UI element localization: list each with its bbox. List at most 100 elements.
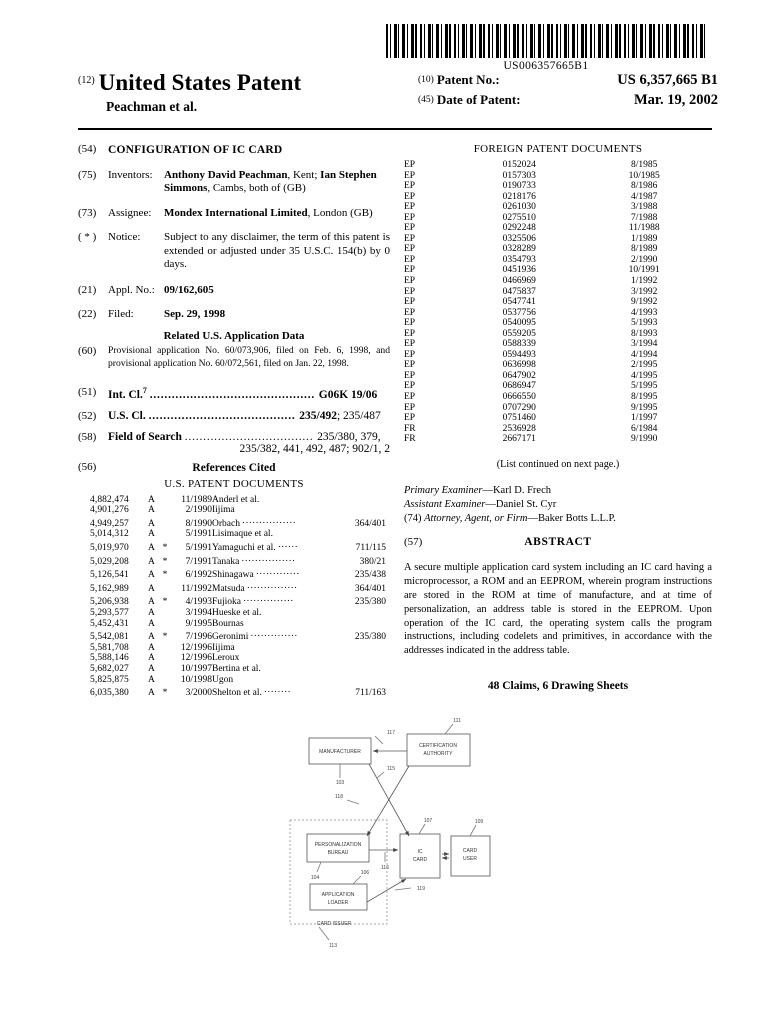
foreign-ref-date: 3/1994 (631, 339, 658, 350)
system-block-diagram: MANUFACTURER CERTIFICATION AUTHORITY PER… (289, 718, 491, 949)
us-ref-kind: A (148, 494, 155, 505)
foreign-ref-number: 0292248 (502, 223, 536, 234)
field-21-number: (21) (78, 284, 97, 297)
foreign-ref-country: EP (404, 328, 416, 339)
us-ref-star (160, 529, 170, 540)
left-column: (54) CONFIGURATION OF IC CARD (75) Inven… (78, 143, 390, 699)
us-ref-kind: A (148, 688, 155, 699)
foreign-ref-number: 0354793 (502, 254, 536, 265)
us-ref-class: 235/380 (354, 597, 386, 608)
us-ref-name: Leroux (212, 653, 240, 664)
foreign-ref-number: 0275510 (502, 212, 536, 223)
primary-examiner-row: Primary Examiner—Karl D. Frech (404, 484, 712, 498)
primary-examiner-value: —Karl D. Frech (482, 484, 551, 496)
connector-119 (366, 878, 407, 903)
notice-text: Subject to any disclaimer, the term of t… (164, 231, 390, 271)
foreign-ref-number: 0325506 (502, 233, 536, 244)
appl-no-value: 09/162,605 (164, 284, 390, 297)
label-ic-card-1: IC (418, 849, 423, 855)
us-ref-name: Iijima (212, 505, 235, 516)
us-ref-number: 5,206,938 (90, 597, 129, 608)
foreign-ref-number: 0157303 (502, 170, 536, 181)
field-52-number: (52) (78, 409, 97, 422)
label-application-loader-1: APPLICATION (322, 892, 355, 898)
field-60-related: (60) Provisional application No. 60/073,… (78, 345, 390, 370)
date-of-patent-row: (45)Date of Patent: Mar. 19, 2002 (418, 92, 718, 112)
us-ref-name: Tanaka ................ (212, 553, 296, 567)
ref-106: 106 (361, 870, 370, 876)
inventor-2-loc: , Cambs, both of (GB) (207, 182, 306, 195)
foreign-ref-date: 1/1992 (631, 276, 658, 287)
references-cited-heading: References Cited (192, 461, 276, 474)
foreign-ref-country: EP (404, 160, 416, 170)
foreign-ref-number: 0540095 (502, 318, 536, 329)
foreign-ref-date: 8/1993 (631, 328, 658, 339)
us-ref-leader: ............... (247, 580, 298, 591)
ref-103: 103 (336, 780, 345, 786)
foreign-ref-country: EP (404, 191, 416, 202)
fos-value-1: 235/380, 379, (317, 430, 381, 443)
foreign-ref-country: EP (404, 297, 416, 308)
personalization-bureau-box (306, 833, 370, 863)
us-ref-name: Bertina et al. (212, 663, 261, 674)
field-21-appl-no: (21) Appl. No.: 09/162,605 (78, 284, 390, 297)
field-of-search-label: Field of Search (108, 430, 182, 443)
us-ref-star (160, 581, 170, 595)
foreign-ref-date: 8/1995 (631, 392, 658, 403)
appl-no-text: 09/162,605 (164, 284, 214, 297)
list-continued-note: (List continued on next page.) (496, 458, 620, 470)
us-ref-name: Anderl et al. (212, 494, 260, 505)
us-cl-leader: ........................................ (148, 409, 300, 422)
us-ref-star (160, 653, 170, 664)
foreign-ref-country: EP (404, 265, 416, 276)
us-ref-class: 364/401 (354, 518, 386, 529)
foreign-ref-country: EP (404, 181, 416, 192)
foreign-ref-country: EP (404, 276, 416, 287)
foreign-ref-number: 0559205 (502, 328, 536, 339)
foreign-ref-date: 4/1995 (631, 370, 658, 381)
us-ref-name: Matsuda ............... (212, 580, 298, 594)
us-ref-kind: A (148, 518, 155, 529)
us-ref-star: * (162, 570, 168, 581)
related-app-data-heading: Related U.S. Application Data (163, 330, 305, 343)
us-patent-documents-heading: U.S. PATENT DOCUMENTS (164, 477, 304, 490)
kind-code-12: (12) (78, 75, 95, 86)
field-73-assignee: (73) Assignee: Mondex International Limi… (78, 207, 390, 220)
fos-leader: ................................... (184, 430, 318, 443)
foreign-ref-country: EP (404, 402, 416, 413)
barcode-block: US006357665B1 (386, 24, 706, 72)
assignee-label: Assignee: (108, 206, 152, 219)
us-ref-kind: A (148, 556, 155, 567)
masthead: (12) United States Patent Peachman et al… (78, 70, 718, 126)
foreign-ref-country: EP (404, 381, 416, 392)
foreign-ref-country: EP (404, 339, 416, 350)
label-card-issuer: CARD ISSUER (317, 921, 352, 927)
label-certification-authority-2: AUTHORITY (424, 751, 454, 757)
leader-113 (318, 926, 330, 941)
us-ref-star (160, 495, 170, 506)
ref-113: 113 (329, 943, 337, 949)
us-ref-name: Geronimi .............. (212, 629, 299, 643)
us-ref-date: 4/1993 (185, 597, 212, 608)
us-cl-label: U.S. Cl. (108, 409, 146, 422)
us-ref-number: 4,949,257 (90, 518, 129, 529)
us-ref-name: Shinagawa ............. (212, 567, 300, 581)
patent-number-label: Patent No.: (436, 72, 500, 87)
us-ref-date: 12/1996 (180, 653, 212, 664)
int-cl-leader: ........................................… (149, 388, 319, 401)
foreign-ref-number: 0686947 (502, 381, 536, 392)
us-ref-class (338, 653, 386, 664)
foreign-ref-date: 10/1991 (628, 265, 660, 276)
field-54-title: (54) CONFIGURATION OF IC CARD (78, 143, 390, 157)
us-ref-class: 235/380 (354, 632, 386, 643)
foreign-ref-country: EP (404, 233, 416, 244)
label-manufacturer: MANUFACTURER (319, 749, 361, 755)
